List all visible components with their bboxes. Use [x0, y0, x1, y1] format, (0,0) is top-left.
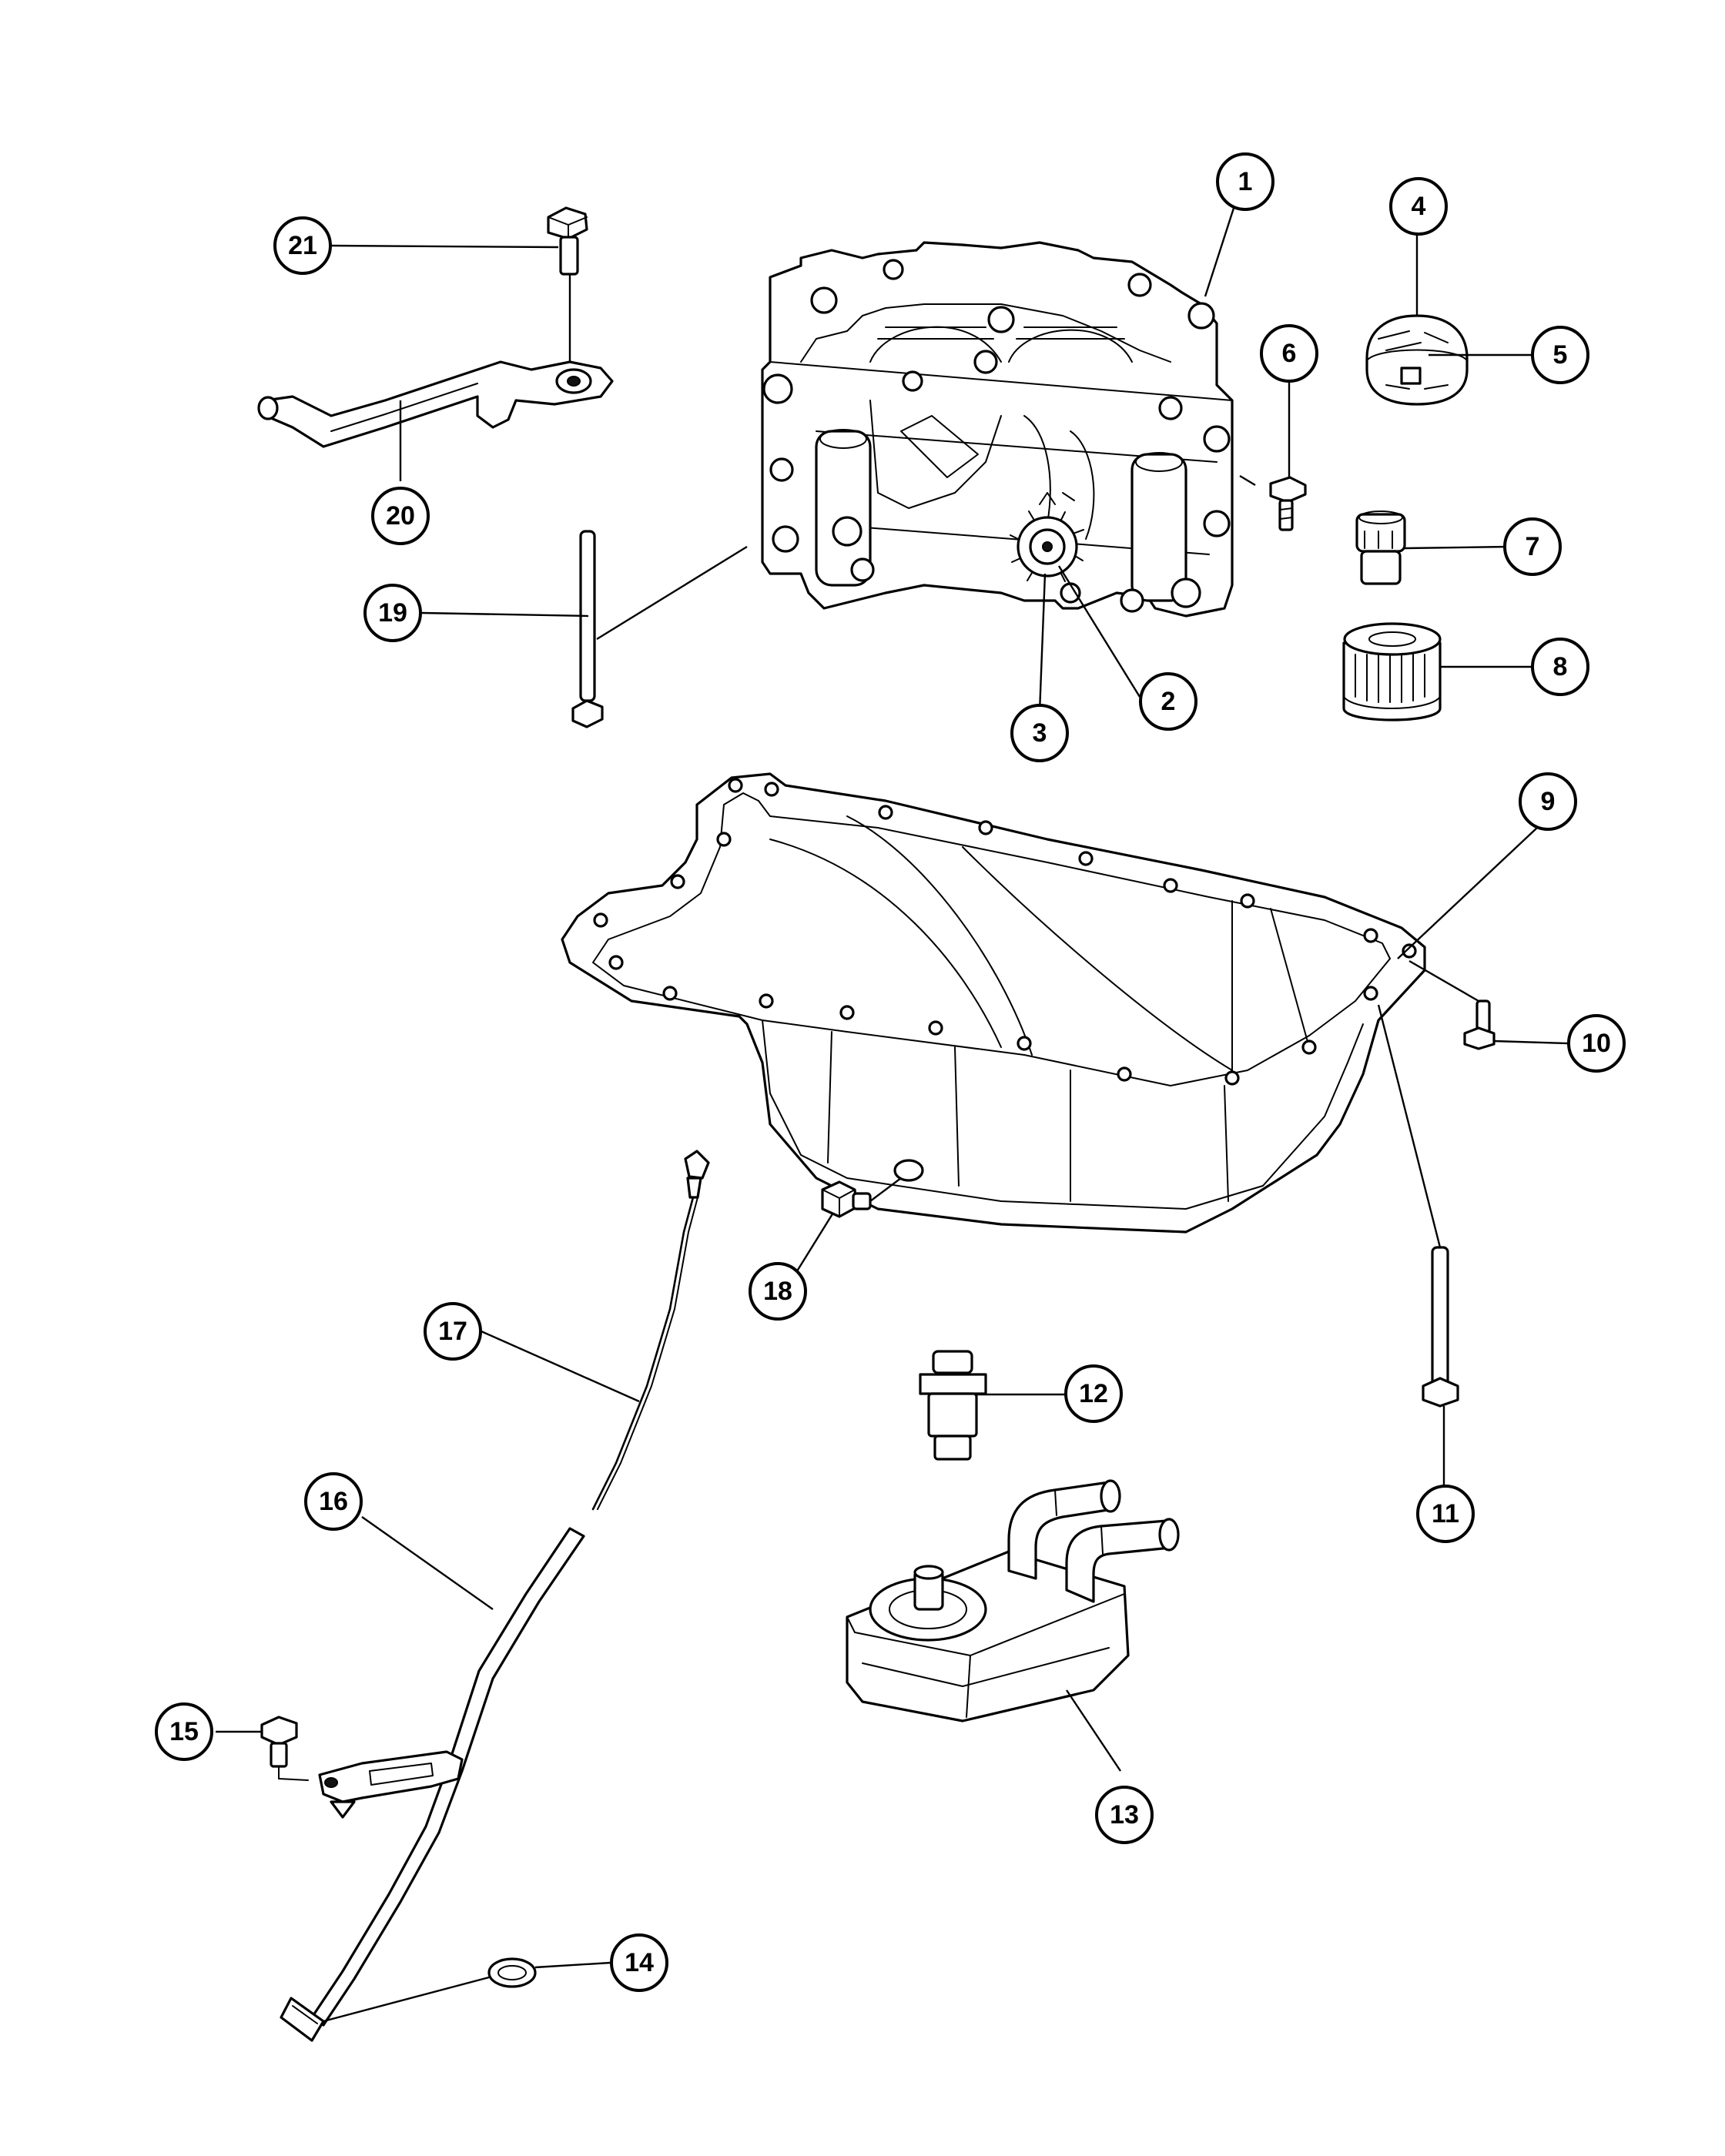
callout-13: 13: [1095, 1786, 1154, 1844]
callout-21: 21: [273, 216, 332, 275]
bolt-11: [1422, 1246, 1459, 1408]
svg-text:12: 12: [1079, 1379, 1108, 1408]
svg-text:15: 15: [169, 1717, 199, 1746]
oil-filter: [1342, 622, 1442, 721]
oil-filler-cap: [1365, 314, 1469, 406]
callout-9: 9: [1519, 772, 1577, 831]
callout-19: 19: [363, 584, 422, 642]
svg-text:21: 21: [288, 231, 317, 260]
svg-text:7: 7: [1526, 532, 1540, 561]
callout-1: 1: [1216, 152, 1274, 211]
callout-10: 10: [1567, 1014, 1626, 1073]
filter-adapter: [1355, 511, 1406, 585]
dipstick: [591, 1150, 710, 1511]
o-ring: [487, 1957, 537, 1988]
callout-4: 4: [1389, 177, 1448, 236]
bolt-6: [1269, 476, 1307, 531]
svg-text:10: 10: [1582, 1029, 1611, 1058]
oil-cooler: [846, 1479, 1180, 1722]
callout-8: 8: [1531, 638, 1589, 696]
callout-18: 18: [749, 1262, 807, 1321]
tube-bracket: [318, 1750, 464, 1819]
bolt-19: [571, 530, 604, 728]
svg-text:14: 14: [625, 1948, 654, 1977]
svg-text:18: 18: [763, 1277, 792, 1306]
svg-text:13: 13: [1110, 1800, 1139, 1830]
svg-text:5: 5: [1553, 340, 1568, 370]
callout-3: 3: [1010, 704, 1069, 762]
svg-text:9: 9: [1541, 787, 1556, 816]
svg-text:16: 16: [319, 1487, 348, 1516]
connector-12: [919, 1350, 987, 1461]
svg-text:4: 4: [1412, 192, 1426, 221]
svg-text:1: 1: [1238, 167, 1253, 196]
svg-text:6: 6: [1282, 339, 1297, 368]
svg-text:8: 8: [1553, 652, 1568, 681]
svg-text:3: 3: [1033, 718, 1047, 748]
svg-text:20: 20: [386, 501, 415, 531]
callout-14: 14: [610, 1933, 668, 1992]
callout-12: 12: [1064, 1364, 1123, 1423]
oil-pickup-tube: [257, 360, 614, 448]
callout-11: 11: [1416, 1485, 1475, 1543]
callout-15: 15: [155, 1702, 213, 1761]
bolt-21: [547, 206, 588, 362]
svg-text:17: 17: [438, 1317, 467, 1346]
callout-17: 17: [424, 1302, 482, 1361]
svg-text:2: 2: [1161, 687, 1176, 716]
oil-pan: [561, 772, 1426, 1234]
balance-shaft-assembly: [761, 241, 1234, 618]
callout-2: 2: [1139, 672, 1197, 731]
callout-16: 16: [304, 1472, 363, 1531]
svg-text:11: 11: [1432, 1499, 1459, 1528]
svg-text:19: 19: [378, 598, 407, 628]
callout-6: 6: [1260, 324, 1318, 383]
leader-lines: [216, 200, 1568, 2023]
callout-5: 5: [1531, 326, 1589, 384]
bolt-15: [260, 1716, 309, 1781]
callout-20: 20: [371, 487, 430, 545]
callout-7: 7: [1503, 517, 1562, 576]
stud-10: [1463, 999, 1496, 1050]
